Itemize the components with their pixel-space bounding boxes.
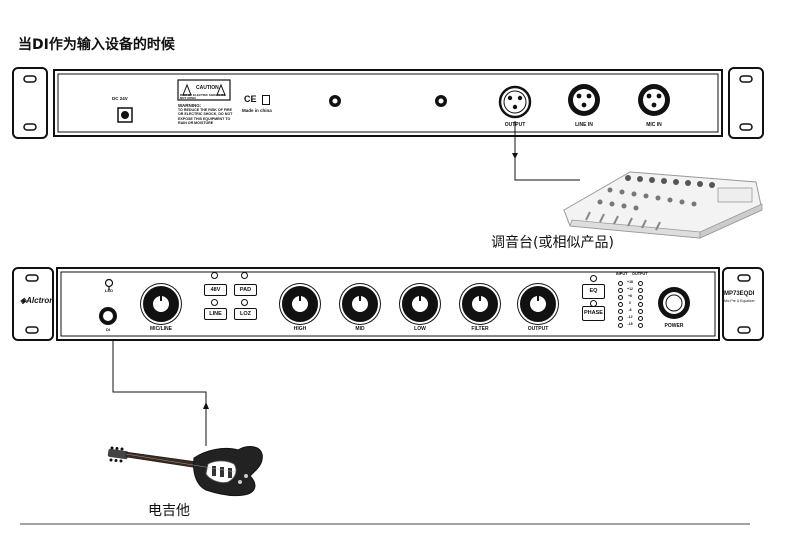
- pad-led: [241, 272, 248, 279]
- input-meter-led: [618, 309, 623, 314]
- warning-text: TO REDUCE THE RISK OF FIRE OR ELECTRIC S…: [178, 108, 233, 126]
- meter-level-label: +18: [627, 280, 633, 284]
- rear-screw: [435, 95, 447, 107]
- di-input-label: DI: [106, 327, 110, 332]
- output-knob[interactable]: [520, 286, 556, 322]
- weee-icon: [262, 95, 270, 105]
- meter-row: 0: [616, 301, 650, 308]
- mid-eq-knob[interactable]: [342, 286, 378, 322]
- line-in-xlr-icon: [568, 84, 600, 116]
- brand-mark-icon: ◈: [20, 296, 27, 305]
- ce-mark: CE: [244, 94, 257, 104]
- output-meter-led: [638, 288, 643, 293]
- knob-label: FILTER: [471, 326, 489, 332]
- front-panel: ◈Alctron MP73EQDI Mic Pre & Equalizer LE…: [12, 266, 764, 342]
- led-label: LED: [105, 288, 113, 293]
- low-eq-knob[interactable]: [402, 286, 438, 322]
- input-meter-led: [618, 302, 623, 307]
- meter-level-label: -6: [628, 308, 632, 312]
- filter-knob[interactable]: [462, 286, 498, 322]
- input-meter-led: [618, 323, 623, 328]
- knob-label: HIGH: [293, 326, 307, 332]
- meter-level-label: +6: [628, 294, 632, 298]
- meter-row: +6: [616, 294, 650, 301]
- knob-label: MID: [355, 326, 365, 332]
- meter-row: -18: [616, 322, 650, 329]
- output-cable-line: [512, 121, 580, 181]
- eq-button[interactable]: EQ: [582, 284, 605, 299]
- input-meter-led: [618, 295, 623, 300]
- warning-title: WARNING:: [178, 103, 202, 108]
- knob-label: OUTPUT: [527, 326, 549, 332]
- high-eq-knob[interactable]: [282, 286, 318, 322]
- output-meter-led: [638, 323, 643, 328]
- output-meter-led: [638, 302, 643, 307]
- meter-row: +18: [616, 280, 650, 287]
- loz-button[interactable]: LOZ: [234, 308, 257, 320]
- power-label: POWER: [664, 323, 684, 329]
- meter-level-label: -12: [627, 315, 633, 319]
- dc-label: DC 24V: [112, 96, 128, 101]
- caution-sub: RISK OF ELECTRIC SHOCK. DO NOT OPEN: [180, 93, 226, 100]
- front-panel-outline: [12, 267, 764, 341]
- rear-screw: [329, 95, 341, 107]
- output-xlr-icon: [498, 85, 532, 119]
- line-led: [211, 299, 218, 306]
- line-in-label: LINE IN: [575, 122, 593, 128]
- knob-label: MIC/LINE: [150, 326, 172, 332]
- mixer-caption: 调音台(或相似产品): [491, 235, 614, 251]
- output-meter-led: [638, 316, 643, 321]
- meter-row: -6: [616, 308, 650, 315]
- made-in-label: Made in china: [242, 108, 272, 113]
- meter-row: +12: [616, 287, 650, 294]
- output-meter-led: [638, 281, 643, 286]
- pad-button[interactable]: PAD: [234, 284, 257, 296]
- caution-title: CAUTION: [196, 85, 219, 91]
- electric-guitar-icon: [107, 446, 263, 497]
- meter-output-label: OUTPUT: [632, 272, 648, 276]
- output-meter-led: [638, 295, 643, 300]
- guitar-caption: 电吉他: [148, 503, 190, 519]
- output-meter-led: [638, 309, 643, 314]
- mixer-icon: [563, 171, 763, 239]
- knob-label: LOW: [414, 326, 426, 332]
- meter-input-label: INPUT: [616, 272, 628, 276]
- input-meter-led: [618, 316, 623, 321]
- meter-row: -12: [616, 315, 650, 322]
- mic-in-label: MIC IN: [646, 122, 662, 128]
- phase-button[interactable]: PHASE: [582, 306, 605, 321]
- power-button[interactable]: [662, 282, 686, 306]
- meter-level-label: 0: [629, 301, 631, 305]
- mic-line-gain-knob[interactable]: [143, 286, 179, 322]
- meter-level-label: -18: [627, 322, 633, 326]
- guitar-cable-line: [112, 320, 209, 446]
- eq-led: [590, 275, 597, 282]
- input-meter-led: [618, 288, 623, 293]
- model-sub: Mic Pre & Equalizer: [724, 299, 755, 303]
- mic-in-xlr-icon: [638, 84, 670, 116]
- level-meter: +18 +12 +6 0 -6 -12 -18: [616, 280, 650, 329]
- model-name: MP73EQDI: [724, 291, 755, 297]
- loz-led: [241, 299, 248, 306]
- 48v-button[interactable]: 48V: [204, 284, 227, 296]
- page-title: 当DI作为输入设备的时候: [18, 37, 175, 53]
- input-meter-led: [618, 281, 623, 286]
- brand-logo: ◈Alctron: [20, 296, 55, 305]
- 48v-led: [211, 272, 218, 279]
- meter-level-label: +12: [627, 287, 633, 291]
- line-button[interactable]: LINE: [204, 308, 227, 320]
- rear-panel-outline: [12, 67, 764, 139]
